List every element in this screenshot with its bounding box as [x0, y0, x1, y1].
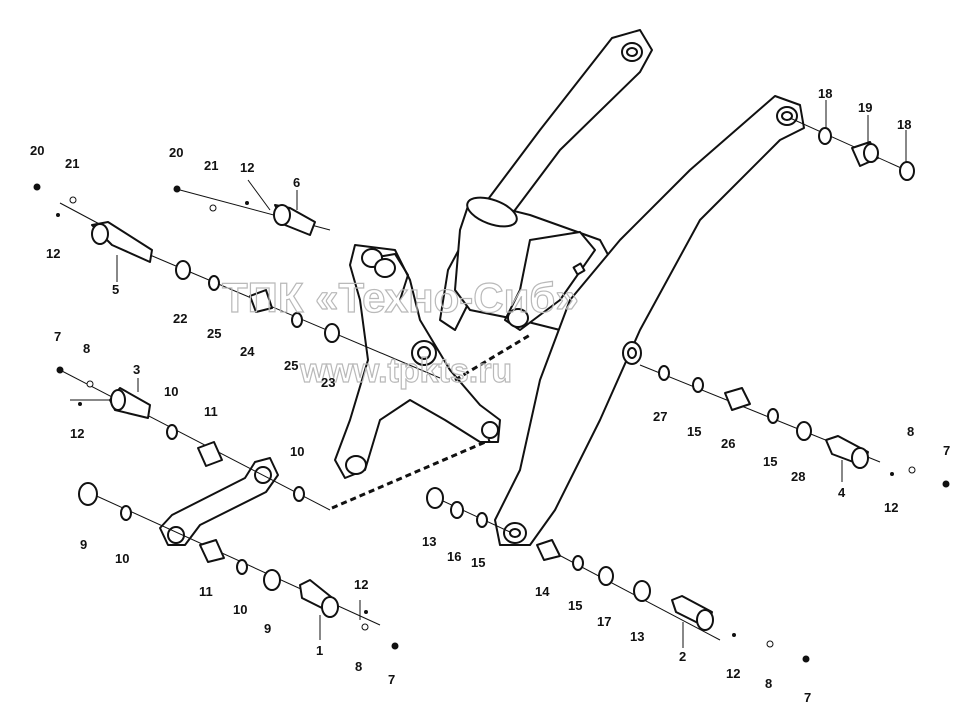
label-part-5: 5 — [112, 282, 119, 297]
label-part-24: 24 — [240, 344, 255, 359]
pins — [91, 141, 879, 631]
watermark-url: www.tpkts.ru — [299, 352, 512, 390]
label-part-12: 12 — [46, 246, 60, 261]
washers — [78, 127, 915, 602]
label-part-20: 20 — [30, 143, 44, 158]
label-part-10: 10 — [164, 384, 178, 399]
label-part-12: 12 — [240, 160, 254, 175]
fasteners — [33, 183, 950, 663]
lift-arm-bores — [503, 42, 798, 544]
label-part-21: 21 — [65, 156, 79, 171]
label-part-8: 8 — [907, 424, 914, 439]
label-part-8: 8 — [765, 676, 772, 691]
label-part-17: 17 — [597, 614, 611, 629]
label-part-6: 6 — [293, 175, 300, 190]
label-part-14: 14 — [535, 584, 550, 599]
label-part-13: 13 — [630, 629, 644, 644]
part-labels: 1 2 3 4 5 6 7 7 7 7 8 8 8 8 9 9 10 10 10… — [30, 86, 950, 705]
label-part-11: 11 — [199, 584, 213, 599]
label-part-9: 9 — [80, 537, 87, 552]
label-part-15: 15 — [687, 424, 701, 439]
label-part-7: 7 — [804, 690, 811, 705]
label-part-12: 12 — [884, 500, 898, 515]
label-part-21: 21 — [204, 158, 218, 173]
callout-leaders — [116, 100, 907, 648]
label-part-2: 2 — [679, 649, 686, 664]
bellcrank — [334, 244, 501, 479]
label-part-13: 13 — [422, 534, 436, 549]
label-part-18: 18 — [897, 117, 911, 132]
label-part-9: 9 — [264, 621, 271, 636]
label-part-7: 7 — [388, 672, 395, 687]
label-part-11: 11 — [204, 404, 218, 419]
hidden-lines — [331, 333, 531, 510]
label-part-19: 19 — [858, 100, 872, 115]
label-part-12: 12 — [70, 426, 84, 441]
label-part-27: 27 — [653, 409, 667, 424]
label-part-7: 7 — [54, 329, 61, 344]
link-rod — [159, 457, 279, 546]
label-part-23: 23 — [321, 375, 335, 390]
label-part-10: 10 — [115, 551, 129, 566]
label-part-15: 15 — [763, 454, 777, 469]
label-part-12: 12 — [354, 577, 368, 592]
label-part-18: 18 — [818, 86, 832, 101]
label-part-25: 25 — [207, 326, 221, 341]
label-part-7: 7 — [943, 443, 950, 458]
label-part-16: 16 — [447, 549, 461, 564]
lift-arm-frame — [439, 29, 805, 546]
label-part-25: 25 — [284, 358, 298, 373]
label-part-3: 3 — [133, 362, 140, 377]
label-part-26: 26 — [721, 436, 735, 451]
label-part-8: 8 — [83, 341, 90, 356]
label-part-8: 8 — [355, 659, 362, 674]
label-part-10: 10 — [290, 444, 304, 459]
label-part-12: 12 — [726, 666, 740, 681]
label-part-22: 22 — [173, 311, 187, 326]
label-part-28: 28 — [791, 469, 805, 484]
label-part-10: 10 — [233, 602, 247, 617]
label-part-15: 15 — [471, 555, 485, 570]
label-part-15: 15 — [568, 598, 582, 613]
label-part-1: 1 — [316, 643, 323, 658]
label-part-4: 4 — [838, 485, 846, 500]
label-part-20: 20 — [169, 145, 183, 160]
watermark-title: ТПК «Техно-Сиб» — [222, 274, 579, 321]
watermark: ТПК «Техно-Сиб» www.tpkts.ru — [221, 273, 579, 390]
